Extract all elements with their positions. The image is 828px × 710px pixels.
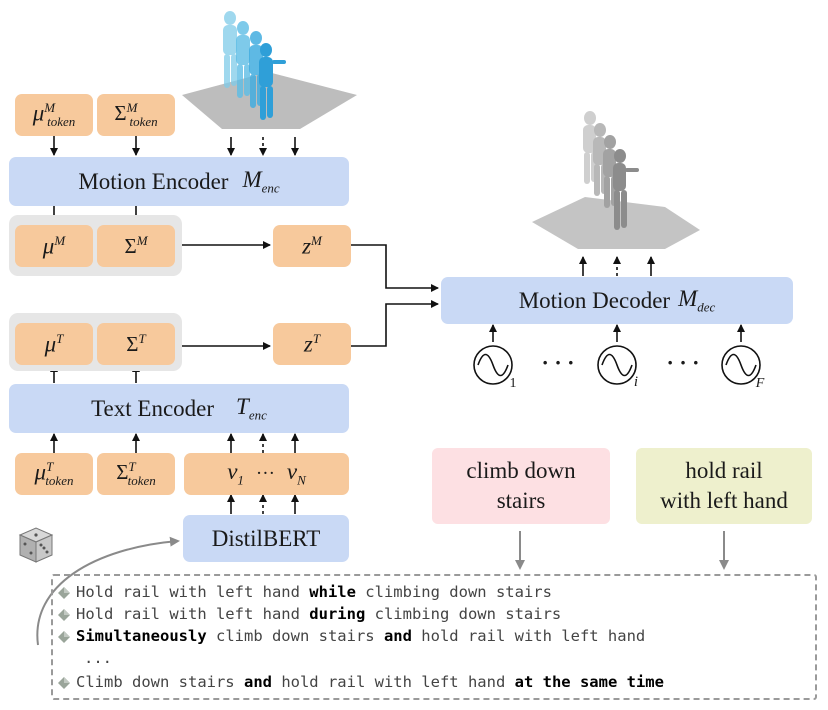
- distilbert: DistilBERT: [183, 515, 349, 562]
- motion-encoder-label: Motion Encoder: [78, 168, 229, 194]
- gem-icon: [58, 677, 70, 689]
- gem-icon: [58, 631, 70, 643]
- sentence-1: Hold rail with left hand while climbing …: [76, 583, 552, 601]
- motion-mu-token: μMtoken: [15, 94, 93, 136]
- text-mu: μT: [15, 323, 93, 365]
- time-label-F: F: [755, 376, 765, 391]
- output-motion-figures: [532, 111, 700, 249]
- sentence-5: Climb down stairs and hold rail with lef…: [76, 673, 664, 691]
- word-embeddings: v1 ··· vN: [184, 453, 349, 495]
- text-encoder: Text Encoder Tenc: [9, 384, 349, 433]
- motion-decoder: Motion Decoder Mdec: [441, 277, 793, 324]
- sentence-ellipsis: ...: [84, 649, 112, 667]
- input-motion-figures: [182, 11, 357, 129]
- motion-latent-z: zM: [273, 225, 351, 267]
- time-label-1: 1: [509, 376, 517, 391]
- motion-sigma: ΣM: [97, 225, 175, 267]
- sentence-2: Hold rail with left hand during climbing…: [76, 605, 562, 623]
- dice-icon: [18, 527, 54, 563]
- combined-sentences-box: [51, 574, 817, 700]
- time-input-i: [597, 345, 637, 385]
- text-sigma: ΣT: [97, 323, 175, 365]
- text-encoder-symbol: Tenc: [236, 393, 267, 423]
- sentence-3: Simultaneously climb down stairs and hol…: [76, 627, 646, 645]
- gem-icon: [58, 587, 70, 599]
- time-dots-right: · · ·: [666, 350, 700, 375]
- motion-encoder-symbol: Menc: [242, 166, 280, 196]
- gem-icon: [58, 609, 70, 621]
- time-input-1: [473, 345, 513, 385]
- text-mu-token: μTtoken: [15, 453, 93, 495]
- motion-encoder: Motion Encoder Menc: [9, 157, 349, 206]
- motion-decoder-label: Motion Decoder: [518, 287, 671, 313]
- text-latent-z: zT: [273, 323, 351, 365]
- time-label-i: i: [633, 373, 639, 390]
- motion-sigma-token: ΣMtoken: [97, 94, 175, 136]
- time-dots-left: · · ·: [541, 350, 575, 375]
- text-encoder-label: Text Encoder: [91, 395, 215, 421]
- text-sigma-token: ΣTtoken: [97, 453, 175, 495]
- motion-decoder-symbol: Mdec: [678, 285, 716, 315]
- motion-mu: μM: [15, 225, 93, 267]
- time-input-F: [721, 345, 761, 385]
